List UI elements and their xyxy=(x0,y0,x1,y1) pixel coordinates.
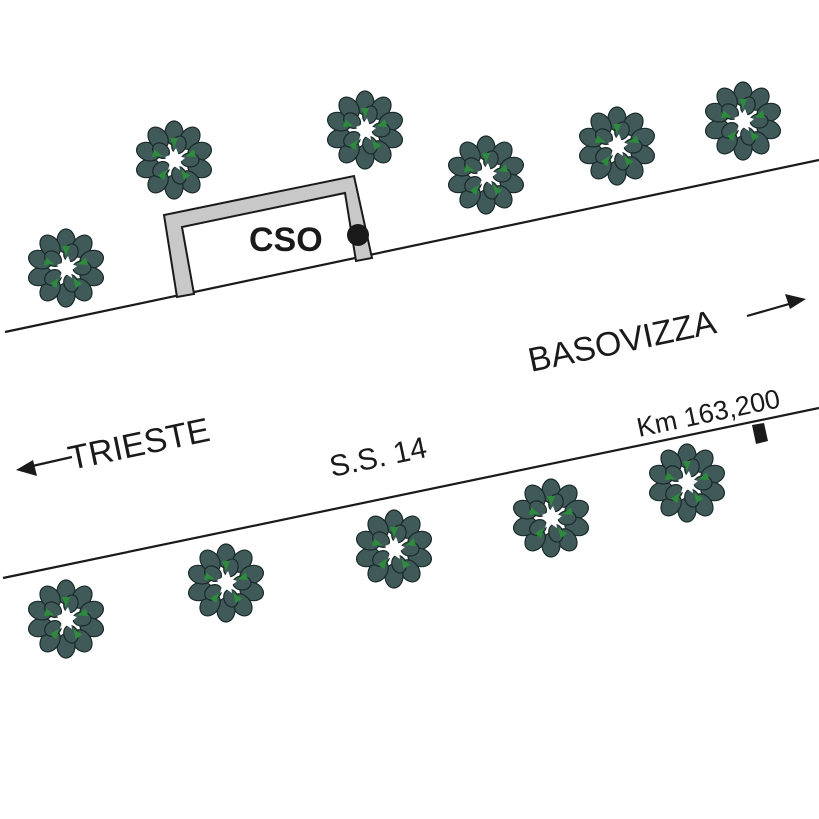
bush-icon xyxy=(646,443,728,523)
road-name-label: S.S. 14 xyxy=(327,431,430,484)
bush-icon xyxy=(576,106,658,186)
bush-icon xyxy=(510,478,592,558)
road-edge-upper xyxy=(4,158,819,334)
station-dot-icon xyxy=(347,224,369,246)
bush-icon xyxy=(702,81,784,161)
station-label: CSO xyxy=(249,221,323,259)
road-edge-lower xyxy=(2,406,819,580)
bush-icon xyxy=(353,509,435,589)
bush-icon xyxy=(445,135,527,215)
building-wall xyxy=(162,174,374,299)
kilometer-marker: Km 163,200 xyxy=(634,383,783,444)
km-marker-icon xyxy=(752,423,768,444)
destination-basovizza: BASOVIZZA xyxy=(525,294,806,380)
arrow-icon xyxy=(16,455,73,476)
destination-right-label: BASOVIZZA xyxy=(525,303,720,380)
bush-icon xyxy=(25,579,107,659)
destination-trieste: TRIESTE xyxy=(16,411,213,478)
bush-icon xyxy=(324,90,406,170)
trees xyxy=(25,81,784,659)
bush-icon xyxy=(133,120,215,200)
bush-icon xyxy=(25,228,107,308)
bush-icon xyxy=(185,543,267,623)
destination-left-label: TRIESTE xyxy=(65,411,213,478)
cso-building: CSO xyxy=(162,174,374,299)
arrow-icon xyxy=(746,294,806,318)
